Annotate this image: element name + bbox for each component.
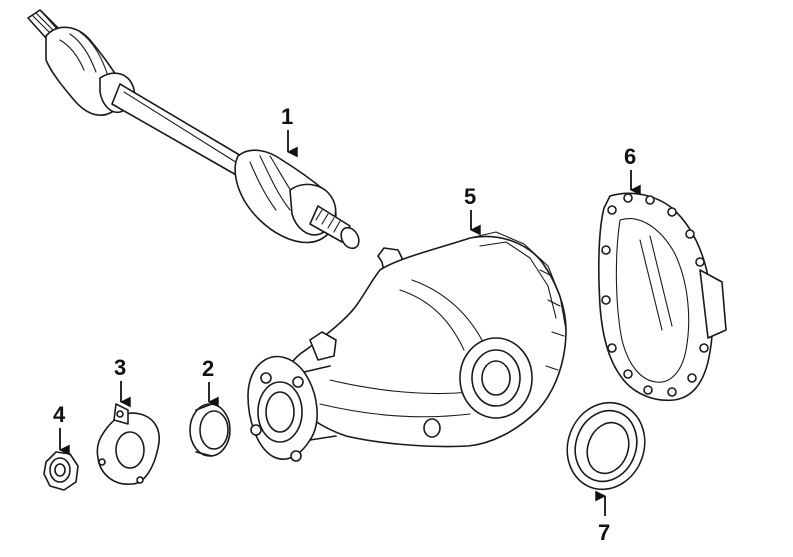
callout-4: 4 [53,402,70,456]
callout-label-3: 3 [114,355,126,380]
callout-3: 3 [114,355,131,408]
pinion-nut [43,451,79,491]
differential-carrier [247,231,567,462]
callout-label-4: 4 [53,402,66,427]
small-seal [189,403,231,457]
callout-label-2: 2 [202,356,214,381]
callout-7: 7 [595,490,610,545]
callout-5: 5 [464,184,481,236]
callout-label-1: 1 [281,104,293,129]
large-seal [566,401,646,491]
callout-2: 2 [202,356,219,408]
axle-shaft-assembly [27,9,360,250]
callout-1: 1 [281,104,298,158]
companion-flange [96,403,160,485]
callout-label-5: 5 [464,184,476,209]
callout-label-6: 6 [624,144,636,169]
rear-cover [598,192,727,402]
callout-label-7: 7 [598,520,610,545]
callout-6: 6 [624,144,641,196]
